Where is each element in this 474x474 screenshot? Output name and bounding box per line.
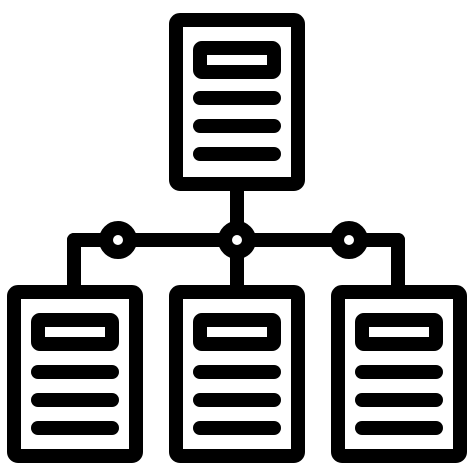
connector-node — [330, 221, 368, 259]
left-document-title-box — [31, 313, 119, 351]
top-document-title-box — [193, 41, 281, 79]
middle-document-title-box — [193, 313, 281, 351]
connector-node — [218, 221, 256, 259]
connector-tree — [67, 177, 405, 295]
top-document-icon — [169, 13, 305, 191]
right-document-frame — [331, 285, 467, 463]
middle-document-icon — [169, 285, 305, 463]
left-document-icon — [7, 285, 143, 463]
connector-node — [99, 221, 137, 259]
middle-document-frame — [169, 285, 305, 463]
right-document-title-box — [355, 313, 443, 351]
right-document-icon — [331, 285, 467, 463]
left-document-frame — [7, 285, 143, 463]
